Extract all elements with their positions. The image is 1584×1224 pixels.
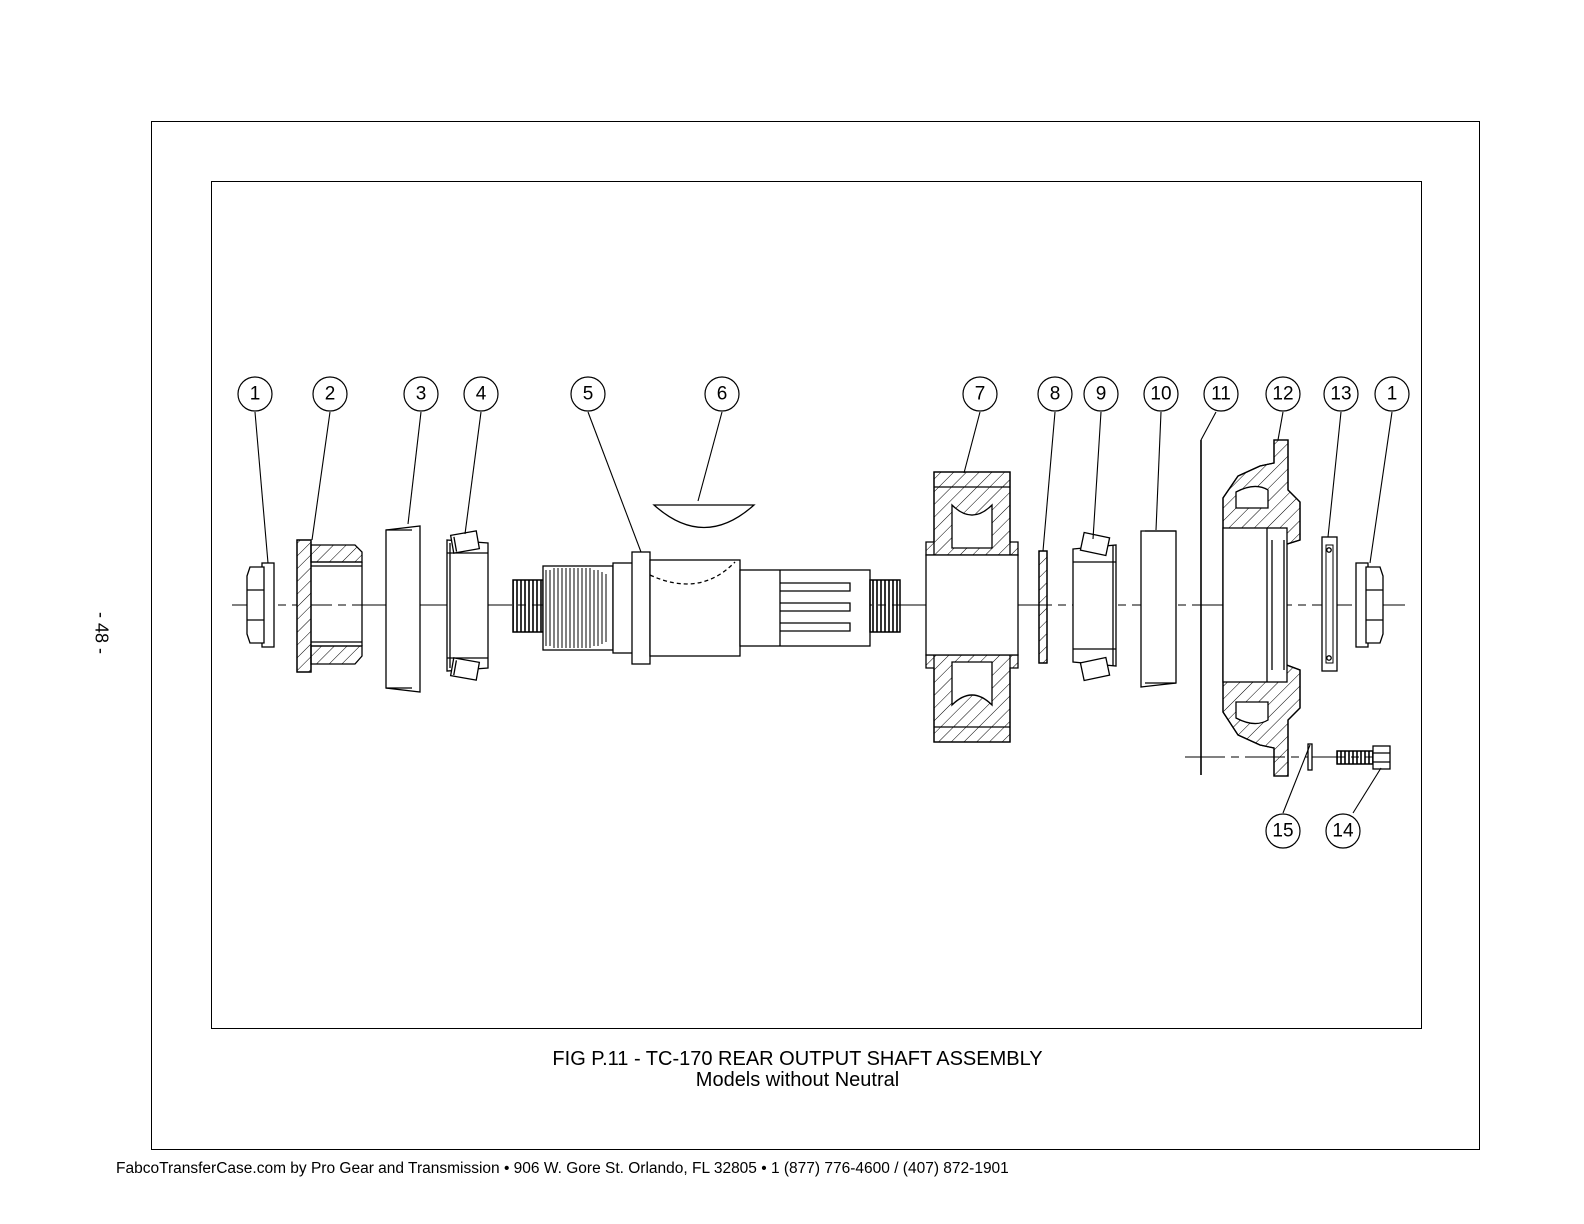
part-bearing-cup-right [1140,530,1177,688]
callout-balloon [403,376,439,412]
callout-balloons [237,376,1410,849]
callout-balloon [1143,376,1179,412]
callout-label: 4 [476,384,487,405]
callout-balloon [312,376,348,412]
part-bolt [1336,745,1391,770]
callout-label: 2 [325,384,336,405]
callout-label: 1 [250,384,261,405]
part-lock-washer [1307,743,1313,771]
part-gear [925,471,1019,743]
part-rear-cover [1222,439,1301,777]
figure-subtitle: Models without Neutral [695,1069,900,1091]
callout-balloon [704,376,740,412]
callout-label: 8 [1050,384,1061,405]
callout-label: 10 [1150,384,1171,405]
callout-label: 9 [1096,384,1107,405]
part-bearing-cone-right [1072,531,1117,682]
part-flange-nut-left [246,562,275,648]
callout-balloon [1323,376,1359,412]
callout-label: 5 [583,384,594,405]
page-number: - 48 - [91,611,112,655]
callout-balloon [1265,813,1301,849]
callout-balloon [1203,376,1239,412]
callout-label: 6 [717,384,728,405]
part-bearing-cone-left [446,530,489,681]
part-woodruff-key [652,504,756,529]
callout-balloon [463,376,499,412]
part-collar [296,539,363,673]
callout-balloon [962,376,998,412]
part-seal [1321,536,1338,672]
callout-balloon [570,376,606,412]
page-footer: FabcoTransferCase.com by Pro Gear and Tr… [116,1160,1009,1177]
part-output-shaft [512,551,901,665]
drawing-frame [211,181,1422,1029]
callout-label: 1 [1387,384,1398,405]
callout-balloon [1325,813,1361,849]
callout-label: 13 [1330,384,1351,405]
callout-label: 7 [975,384,986,405]
callout-label: 11 [1211,384,1231,405]
figure-caption: FIG P.11 - TC-170 REAR OUTPUT SHAFT ASSE… [0,1049,1584,1091]
callout-labels: 1 2 3 4 5 6 7 8 9 10 11 12 13 1 15 14 [250,384,1398,842]
callout-balloon [237,376,273,412]
callout-label: 15 [1272,821,1293,842]
leader-lines [254,411,1393,814]
callout-label: 14 [1332,821,1354,842]
callout-balloon [1265,376,1301,412]
callout-balloon [1374,376,1410,412]
callout-label: 12 [1272,384,1293,405]
part-flange-nut-right [1355,562,1384,648]
part-bearing-cup-left [385,525,421,693]
callout-balloon [1083,376,1119,412]
figure-title: FIG P.11 - TC-170 REAR OUTPUT SHAFT ASSE… [552,1048,1043,1070]
outer-frame [151,121,1480,1150]
callout-balloon [1037,376,1073,412]
callout-label: 3 [416,384,427,405]
part-thrust-washer [1038,550,1048,664]
